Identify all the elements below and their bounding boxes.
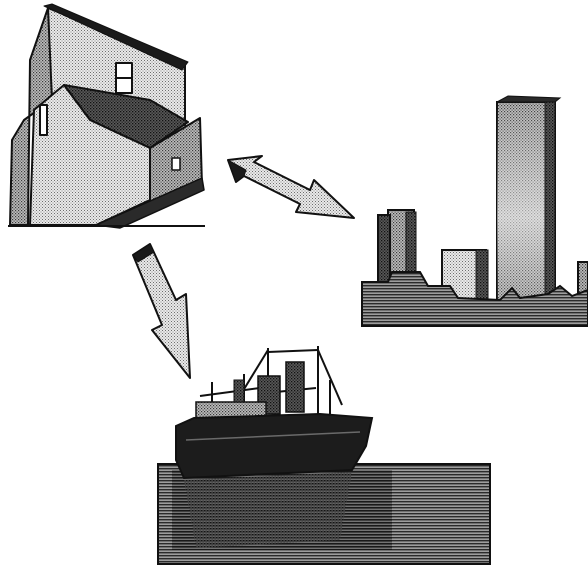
arrow-elevator-to-city	[227, 155, 355, 219]
cargo-ship-icon	[157, 346, 491, 565]
skyline-ground	[361, 271, 588, 327]
arrow-bidirectional	[227, 155, 355, 219]
ship-hull	[175, 412, 374, 480]
ship-reflection	[184, 472, 352, 548]
city-skyline-icon	[361, 95, 588, 327]
grain-elevator-icon	[8, 3, 205, 229]
arrow-elevator-to-ship	[132, 243, 191, 379]
elevator-roof	[43, 3, 189, 71]
arrow-one-way	[132, 243, 191, 379]
ship-rigging	[199, 346, 343, 420]
